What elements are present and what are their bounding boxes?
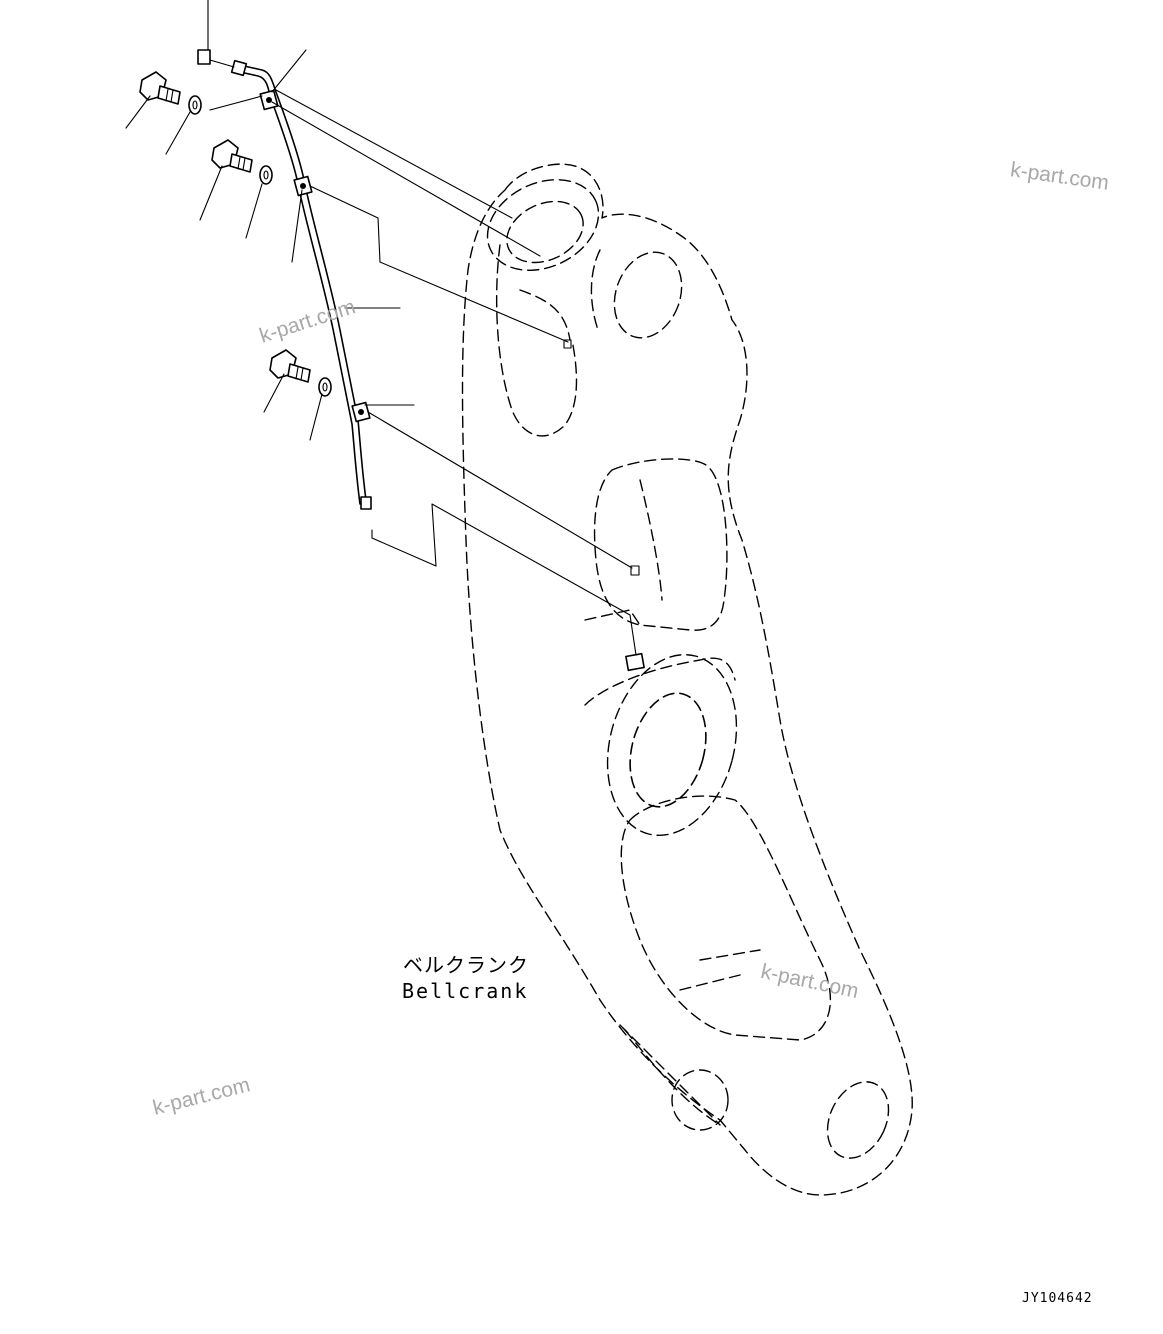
part-name-en: Bellcrank <box>402 979 528 1003</box>
washer-2 <box>259 165 273 185</box>
bolt-1 <box>139 71 181 105</box>
washer-3 <box>318 377 332 397</box>
part-name-jp: ベルクランク <box>403 953 529 977</box>
grease-tube <box>197 49 372 510</box>
washer-1 <box>188 95 202 115</box>
leader-lines <box>125 0 415 441</box>
bellcrank-outline <box>461 163 913 1196</box>
drawing-number: JY104642 <box>1022 1291 1093 1306</box>
bolt-2 <box>211 139 253 173</box>
assembly-lines <box>209 89 637 656</box>
bolt-3 <box>269 349 311 383</box>
